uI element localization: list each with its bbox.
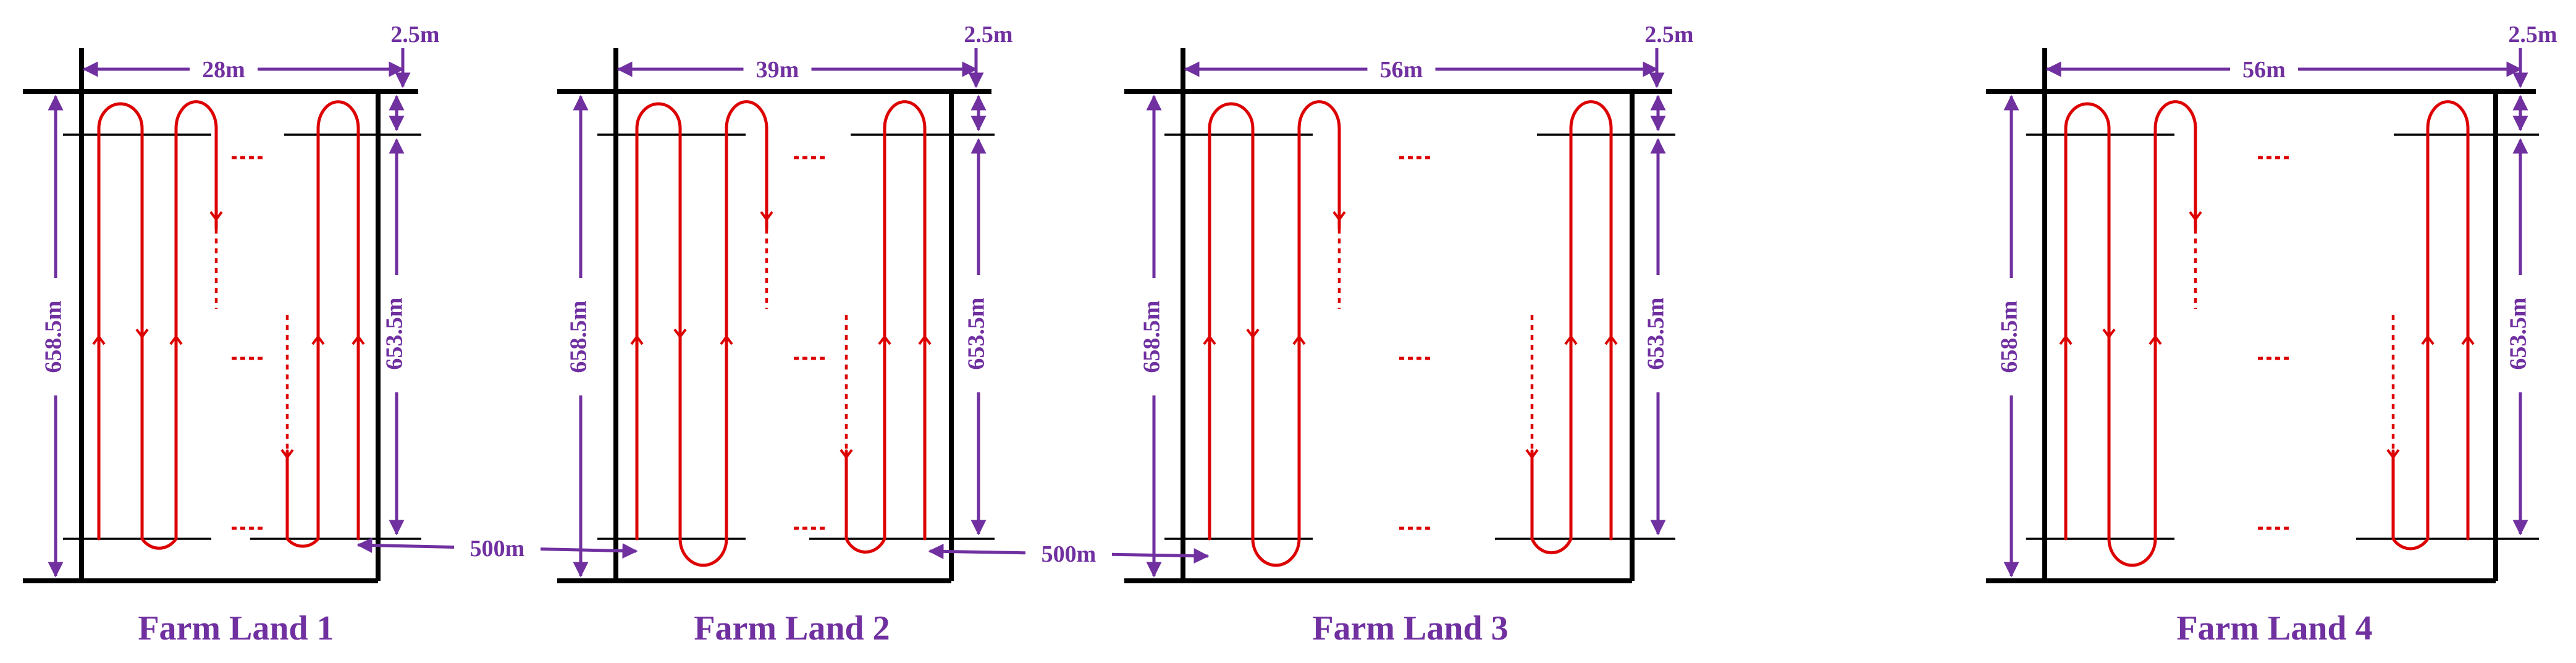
direction-arrow-up: [1292, 334, 1306, 345]
total-length-label: 658.5m: [41, 300, 67, 373]
direction-arrow-up: [92, 334, 106, 345]
direction-arrow-up: [2421, 334, 2435, 345]
direction-arrow-up: [2059, 334, 2073, 345]
margin-dimension-label: 2.5m: [964, 22, 1012, 48]
direction-arrow-up: [2149, 334, 2162, 345]
farm-label: Farm Land 3: [1312, 609, 1508, 648]
direction-arrow-up: [630, 334, 644, 345]
direction-arrow-down: [2102, 328, 2116, 339]
direction-arrow-up: [918, 334, 932, 345]
label-backdrop: [454, 533, 541, 560]
tractor-path-right: [1530, 100, 1613, 554]
label-backdrop: [965, 275, 992, 392]
tractor-path-left: [97, 100, 218, 550]
label-backdrop: [1998, 278, 2025, 395]
direction-arrow-up: [878, 334, 891, 345]
width-dimension-label: 56m: [2242, 57, 2286, 83]
direction-arrow-down: [840, 449, 853, 460]
tractor-path-right: [2391, 100, 2470, 551]
direction-arrow-down: [2189, 211, 2202, 222]
direction-arrow-down: [135, 328, 149, 339]
width-dimension-label: 28m: [202, 57, 245, 83]
label-backdrop: [1140, 278, 1168, 395]
farm-label: Farm Land 4: [2176, 609, 2372, 648]
width-dimension-label: 39m: [756, 57, 799, 83]
total-length-label: 658.5m: [1139, 300, 1165, 373]
margin-dimension-label: 2.5m: [390, 22, 439, 48]
direction-arrow-up: [1604, 334, 1618, 345]
direction-arrow-up: [1564, 334, 1578, 345]
label-backdrop: [383, 275, 410, 392]
total-length-label: 658.5m: [1997, 300, 2022, 373]
inner-length-label: 653.5m: [2506, 297, 2532, 370]
direction-arrow-down: [1246, 328, 1260, 339]
label-backdrop: [1367, 54, 1436, 79]
margin-dimension-label: 2.5m: [2508, 22, 2557, 48]
distance-label: 500m: [470, 536, 525, 562]
farm-label: Farm Land 1: [138, 609, 334, 648]
farm-label: Farm Land 2: [694, 609, 890, 648]
width-dimension-label: 56m: [1380, 57, 1423, 83]
direction-arrow-up: [169, 334, 183, 345]
direction-arrow-down: [1525, 449, 1539, 460]
label-backdrop: [1644, 275, 1672, 392]
tractor-path-left: [2064, 100, 2197, 567]
inner-length-label: 653.5m: [382, 297, 408, 370]
direction-arrow-up: [311, 334, 325, 345]
direction-arrow-down: [209, 211, 223, 222]
label-backdrop: [743, 54, 812, 79]
tractor-path-left: [635, 100, 768, 567]
label-backdrop: [190, 54, 258, 79]
direction-arrow-down: [280, 449, 294, 460]
inner-length-label: 653.5m: [1643, 297, 1669, 370]
direction-arrow-down: [673, 328, 687, 339]
label-backdrop: [2507, 275, 2534, 392]
tractor-path-right: [285, 100, 360, 548]
tractor-path-left: [1208, 100, 1341, 567]
label-backdrop: [567, 278, 594, 395]
label-backdrop: [1025, 539, 1112, 566]
direction-arrow-up: [351, 334, 365, 345]
direction-arrow-up: [2461, 334, 2475, 345]
direction-arrow-down: [1332, 211, 1346, 222]
inner-length-label: 653.5m: [964, 297, 990, 370]
tractor-path-right: [844, 100, 927, 554]
direction-arrow-down: [2386, 449, 2400, 460]
margin-dimension-label: 2.5m: [1644, 22, 1693, 48]
label-backdrop: [42, 278, 69, 395]
distance-label: 500m: [1042, 541, 1096, 567]
total-length-label: 658.5m: [566, 300, 592, 373]
label-backdrop: [2230, 54, 2298, 79]
direction-arrow-up: [720, 334, 733, 345]
direction-arrow-down: [760, 211, 773, 222]
direction-arrow-up: [1203, 334, 1216, 345]
